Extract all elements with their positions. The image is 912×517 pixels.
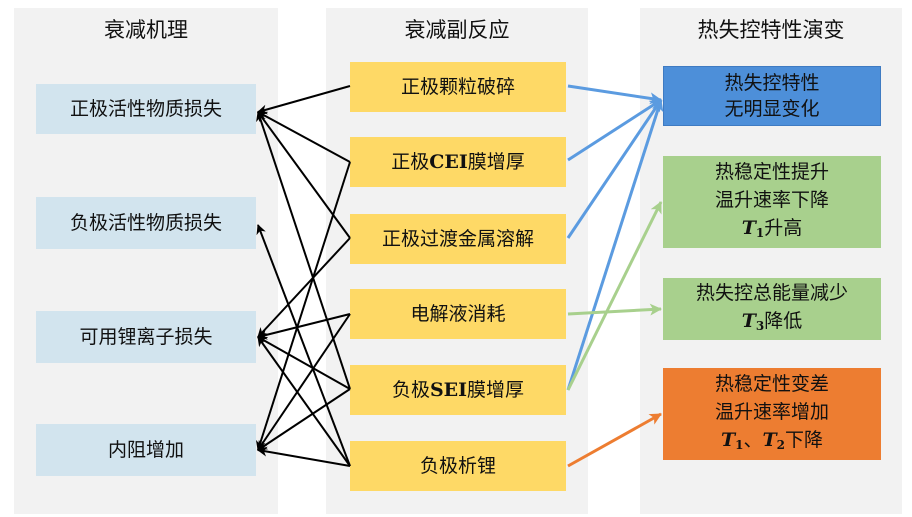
side-reaction-title: 衰减副反应 <box>404 18 510 42</box>
reaction-cei-growth: 正极CEI膜增厚 <box>350 137 566 187</box>
thermal-line: T3降低 <box>741 309 803 333</box>
thermal-line: 温升速率增加 <box>714 400 829 423</box>
mechanism-title: 衰减机理 <box>104 18 188 42</box>
reaction-sei-growth: 负极SEI膜增厚 <box>350 365 566 415</box>
thermal-title: 热失控特性演变 <box>697 18 845 42</box>
orange-arrows <box>567 412 662 468</box>
green-arrows <box>566 201 663 391</box>
mechanism-anode-loss: 负极活性物质损失 <box>36 197 256 249</box>
arrow-r4-m3 <box>257 313 351 340</box>
arrow-r5-m4 <box>257 388 351 451</box>
arrow-r3-m1 <box>257 111 351 239</box>
thermal-line: 热稳定性变差 <box>714 372 829 395</box>
arrow-r3-m3 <box>257 237 351 338</box>
reaction-cathode-cracking: 正极颗粒破碎 <box>350 62 566 112</box>
reaction-label: 负极SEI膜增厚 <box>391 379 525 401</box>
arrow-r4-t3 <box>567 303 662 316</box>
reaction-label: 正极颗粒破碎 <box>400 76 515 98</box>
arrow-r6-m2 <box>256 224 351 467</box>
mechanism-cathode-loss: 正极活性物质损失 <box>36 84 256 134</box>
black-arrows <box>255 85 351 467</box>
thermal-no-change: 热失控特性 无明显变化 <box>663 66 881 126</box>
blue-arrows <box>566 84 664 391</box>
arrow-r5-t2 <box>566 201 663 391</box>
thermal-line: 热稳定性提升 <box>714 160 829 183</box>
arrow-r3-t1 <box>566 99 663 239</box>
mechanism-label: 正极活性物质损失 <box>69 98 222 120</box>
thermal-line: T1、T2下降 <box>720 428 824 452</box>
arrow-r6-m4 <box>257 446 351 467</box>
reaction-lithium-plating: 负极析锂 <box>350 441 566 491</box>
thermal-line: T1升高 <box>741 216 803 240</box>
reaction-label: 正极过渡金属溶解 <box>381 228 534 250</box>
thermal-line: 温升速率下降 <box>714 188 829 211</box>
mechanism-label: 可用锂离子损失 <box>79 326 213 348</box>
arrow-r1-t1 <box>567 84 662 105</box>
arrow-r2-m1 <box>257 111 351 163</box>
reaction-electrolyte-consumption: 电解液消耗 <box>350 289 566 339</box>
reaction-label: 正极CEI膜增厚 <box>391 151 525 173</box>
thermal-line: 无明显变化 <box>724 98 820 120</box>
thermal-energy-reduced: 热失控总能量减少 T3降低 <box>663 278 881 340</box>
mechanism-label: 内阻增加 <box>107 439 184 461</box>
arrow-r4-m4 <box>257 313 351 451</box>
arrow-r2-m4 <box>255 161 351 451</box>
thermal-line: 热失控总能量减少 <box>695 281 848 304</box>
arrow-r6-t4 <box>567 412 662 468</box>
reaction-label: 负极析锂 <box>419 455 496 477</box>
arrow-r1-m1 <box>257 85 351 115</box>
thermal-stability-worse: 热稳定性变差 温升速率增加 T1、T2下降 <box>663 368 881 460</box>
mechanism-label: 负极活性物质损失 <box>69 212 222 234</box>
arrow-r5-m1 <box>256 111 351 390</box>
arrow-r6-m3 <box>257 336 351 467</box>
arrow-r5-t1 <box>566 99 664 391</box>
arrow-r2-t1 <box>567 98 662 162</box>
mechanism-resistance-increase: 内阻增加 <box>36 424 256 476</box>
thermal-stability-improved: 热稳定性提升 温升速率下降 T1升高 <box>663 156 881 248</box>
thermal-line: 热失控特性 <box>724 72 820 94</box>
arrow-r5-m3 <box>257 336 351 390</box>
reaction-tm-dissolution: 正极过渡金属溶解 <box>350 214 566 264</box>
mechanism-lithium-loss: 可用锂离子损失 <box>36 311 256 363</box>
reaction-label: 电解液消耗 <box>410 303 506 325</box>
